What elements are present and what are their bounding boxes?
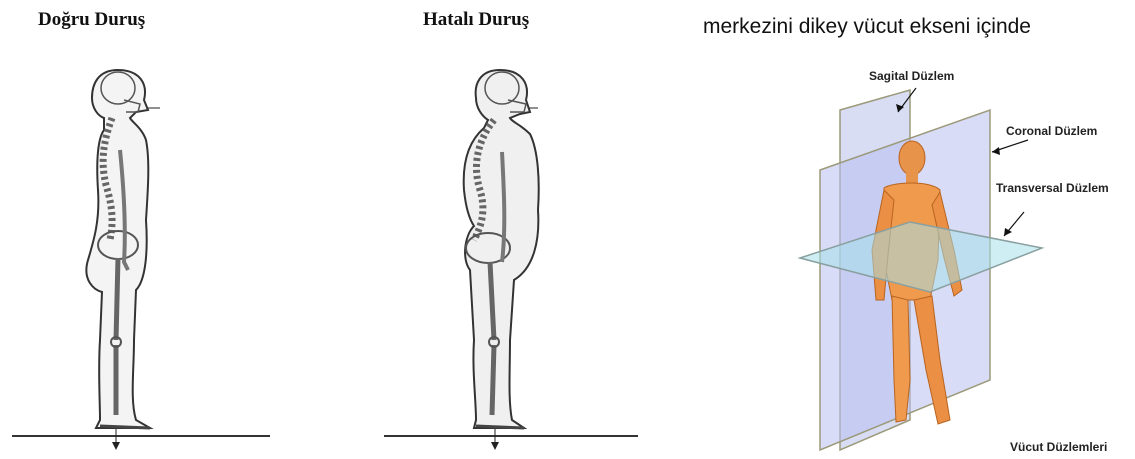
correct-posture-figure [0, 0, 300, 459]
sagital-plane-label: Sagital Düzlem [869, 69, 954, 83]
body-planes-caption: Vücut Düzlemleri [1010, 440, 1107, 454]
incorrect-posture-figure [370, 0, 670, 459]
body-planes-figure [780, 0, 1135, 459]
coronal-plane-label: Coronal Düzlem [1006, 124, 1097, 138]
incorrect-posture-skeleton-icon [370, 0, 670, 459]
transversal-plane-label: Transversal Düzlem [996, 181, 1109, 195]
body-planes-figure-icon [780, 0, 1135, 459]
correct-posture-skeleton-icon [0, 0, 300, 459]
